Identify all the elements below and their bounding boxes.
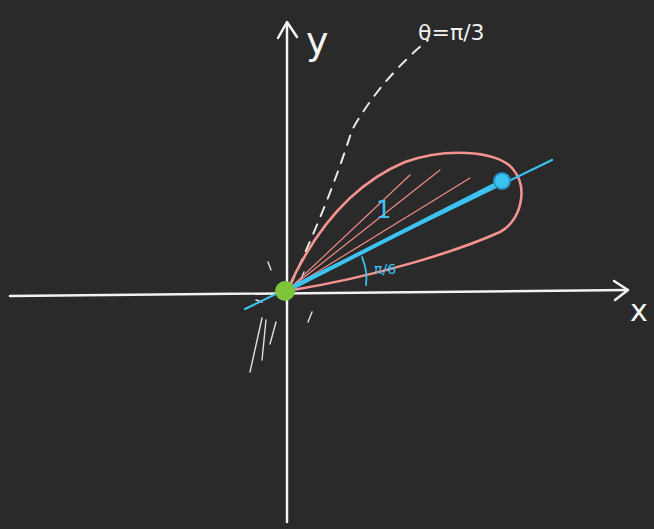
- ray-pi-6: [245, 160, 552, 309]
- petal-hatching: [288, 170, 470, 290]
- axis-label: x: [630, 296, 648, 326]
- axis-label: y: [306, 22, 329, 60]
- radius-one: [292, 182, 500, 288]
- angle-label: π/6: [374, 262, 396, 276]
- angle-arc: [362, 257, 367, 285]
- length-label: 1: [376, 198, 391, 222]
- x-axis: [10, 290, 628, 296]
- petal-tip-dot: [494, 173, 510, 189]
- origin-dot: [275, 281, 295, 301]
- angle-ray-label: θ=π/3: [418, 22, 485, 44]
- rose-petal: [287, 153, 521, 291]
- x-axis-arrowhead: [614, 281, 628, 300]
- dashed-ray: [290, 40, 428, 286]
- y-axis-arrowhead: [278, 22, 297, 38]
- y-axis: [286, 24, 289, 522]
